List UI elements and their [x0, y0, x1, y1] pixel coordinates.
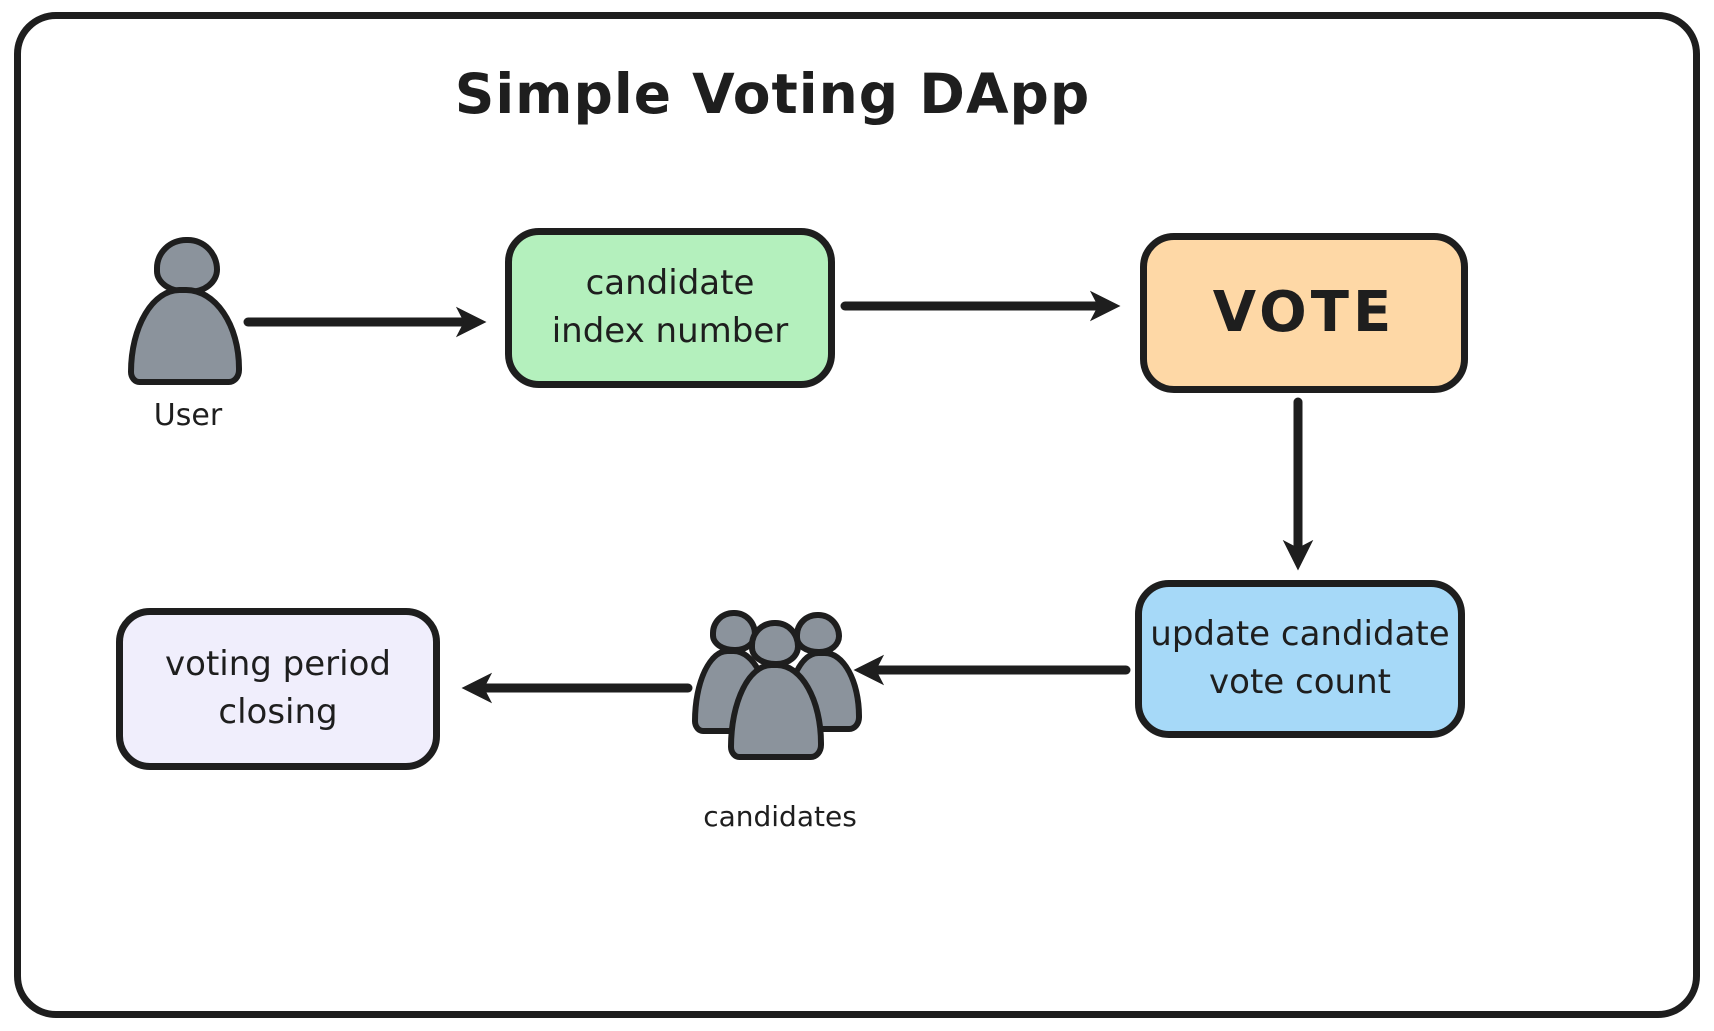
outer-frame: [14, 12, 1700, 1018]
node-candidate-index-line1: candidate: [585, 263, 755, 304]
candidates-label: candidates: [703, 800, 857, 833]
person-body: [128, 287, 242, 385]
person-head: [749, 620, 801, 667]
node-update-vote-count-line1: update candidate: [1150, 614, 1450, 655]
node-vote-label: VOTE: [1212, 279, 1396, 345]
node-voting-period-closing: voting period closing: [116, 608, 440, 770]
node-update-vote-count: update candidate vote count: [1135, 580, 1465, 738]
user-label: User: [153, 398, 223, 433]
node-vote: VOTE: [1140, 233, 1468, 393]
user-person-icon: [128, 237, 246, 387]
node-update-vote-count-line2: vote count: [1209, 662, 1391, 702]
person-head: [794, 612, 842, 655]
node-candidate-index-line2: index number: [551, 311, 789, 351]
candidates-people-group-icon: [692, 608, 864, 760]
diagram-title: Simple Voting DApp: [454, 62, 1091, 126]
node-voting-period-line1: voting period: [165, 644, 391, 685]
node-candidate-index: candidate index number: [505, 228, 835, 388]
node-voting-period-line2: closing: [218, 692, 338, 732]
